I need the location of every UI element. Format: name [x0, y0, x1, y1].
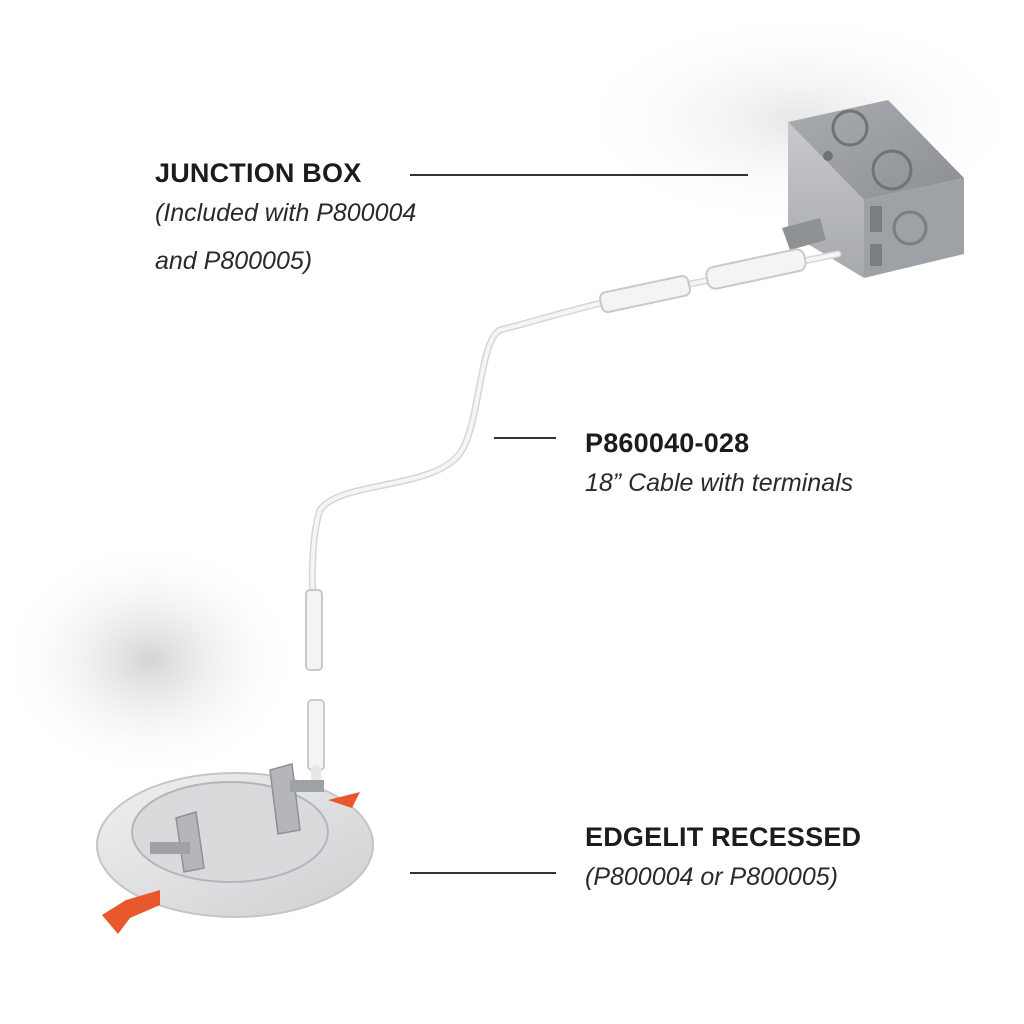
junction-box-title: JUNCTION BOX: [155, 158, 362, 188]
edgelit-title: EDGELIT RECESSED: [585, 822, 862, 852]
cable-illustration: [305, 248, 842, 815]
edgelit-fixture-illustration: [96, 763, 374, 934]
edgelit-sub1: (P800004 or P800005): [585, 863, 838, 891]
junction-box-sub2: and P800005): [155, 247, 313, 275]
edgelit-label: EDGELIT RECESSED (P800004 or P800005): [585, 822, 861, 901]
fixture-shadow: [0, 540, 300, 780]
cable-sub1: 18” Cable with terminals: [585, 469, 854, 497]
junction-box-label: JUNCTION BOX (Included with P800004 and …: [155, 158, 416, 285]
cable-label: P860040-028 18” Cable with terminals: [585, 428, 853, 507]
junction-box-illustration: [782, 100, 964, 278]
junction-box-sub1: (Included with P800004: [155, 199, 417, 227]
cable-title: P860040-028: [585, 428, 750, 458]
